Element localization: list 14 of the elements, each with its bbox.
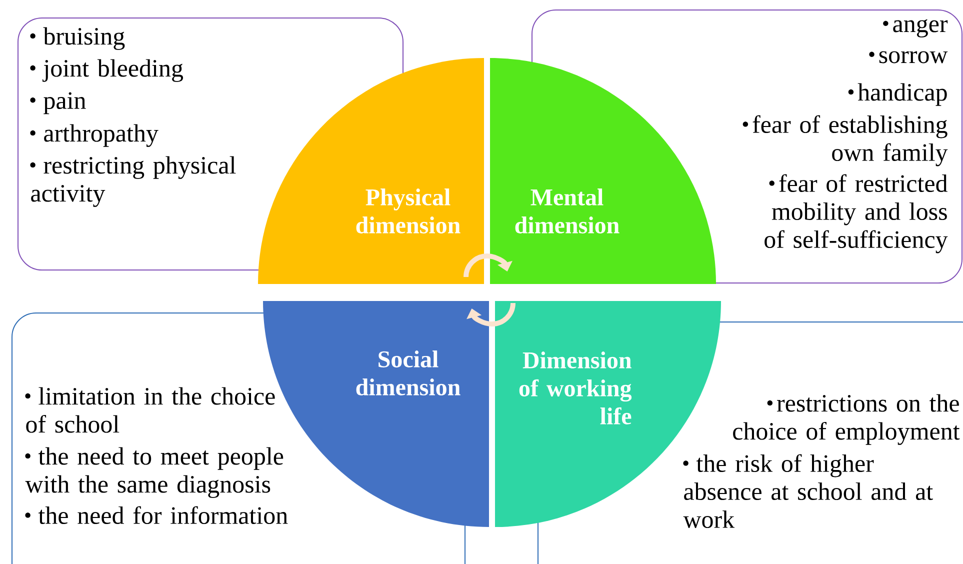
list-item: joint bleeding xyxy=(30,59,184,82)
list-item: sorrow xyxy=(869,51,948,64)
list-item: pain xyxy=(30,92,86,114)
list-item: arthropathy xyxy=(30,124,158,147)
list-item: handicap xyxy=(848,83,947,106)
curved-arrow xyxy=(466,302,516,326)
list-item: anger xyxy=(883,19,948,38)
curved-arrow xyxy=(464,254,512,278)
quadrant-sector: Physical dimension xyxy=(258,58,484,284)
quadrant-sector: Mental dimension xyxy=(490,58,716,284)
list-item: restricting physical activity xyxy=(30,156,236,207)
list-item: restrictions on the choice of employment xyxy=(733,394,960,445)
list-item: bruising xyxy=(30,27,125,50)
list-item: fear of restricted mobility and loss of self-sufficiency xyxy=(764,174,948,254)
